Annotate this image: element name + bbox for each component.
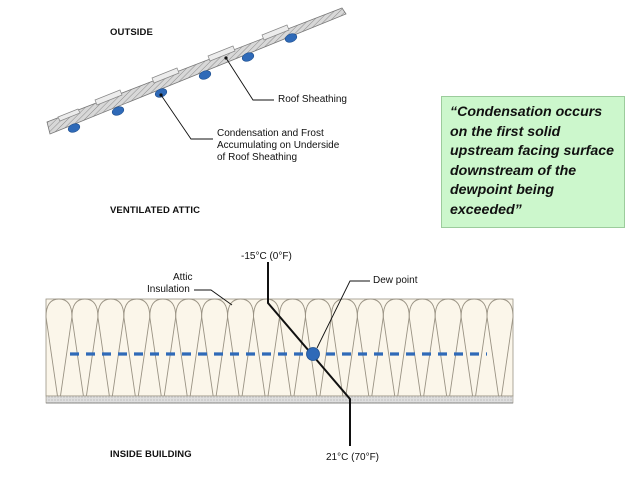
dew-point-leader — [316, 280, 370, 349]
condensation-label-line3: of Roof Sheathing — [217, 152, 298, 163]
condensation-label-line2: Accumulating on Underside — [217, 140, 340, 151]
droplet — [67, 123, 81, 133]
roof-sheathing-leader — [225, 57, 274, 101]
attic-insulation-label-line1: Attic — [173, 272, 193, 283]
roof-sheathing-panel — [46, 7, 347, 135]
ceiling-drywall — [45, 395, 514, 404]
roof-shingles — [57, 24, 290, 122]
attic-insulation-label-line2: Insulation — [147, 284, 190, 295]
condensation-leader — [160, 94, 213, 140]
droplet — [198, 70, 212, 80]
droplet — [111, 106, 125, 116]
quote-box: “Condensation occurs on the first solid … — [441, 96, 625, 228]
dew-point-label: Dew point — [373, 275, 418, 286]
top-temperature-label: -15°C (0°F) — [241, 251, 292, 262]
droplet — [284, 33, 298, 43]
ventilated-attic-label: VENTILATED ATTIC — [110, 205, 201, 216]
roof-assembly — [46, 7, 347, 140]
roof-sheathing-label: Roof Sheathing — [278, 94, 347, 105]
insulation-assembly — [45, 262, 514, 446]
dew-point-marker — [306, 347, 320, 361]
inside-building-label: INSIDE BUILDING — [110, 449, 192, 460]
outside-label: OUTSIDE — [110, 27, 153, 38]
condensation-label-line1: Condensation and Frost — [217, 128, 324, 139]
droplet — [241, 52, 255, 62]
bottom-temperature-label: 21°C (70°F) — [326, 452, 380, 463]
attic-insulation-leader — [194, 289, 233, 306]
condensation-droplets — [67, 33, 298, 133]
quote-text: “Condensation occurs on the first solid … — [450, 104, 615, 218]
insulation-batt — [486, 298, 514, 397]
